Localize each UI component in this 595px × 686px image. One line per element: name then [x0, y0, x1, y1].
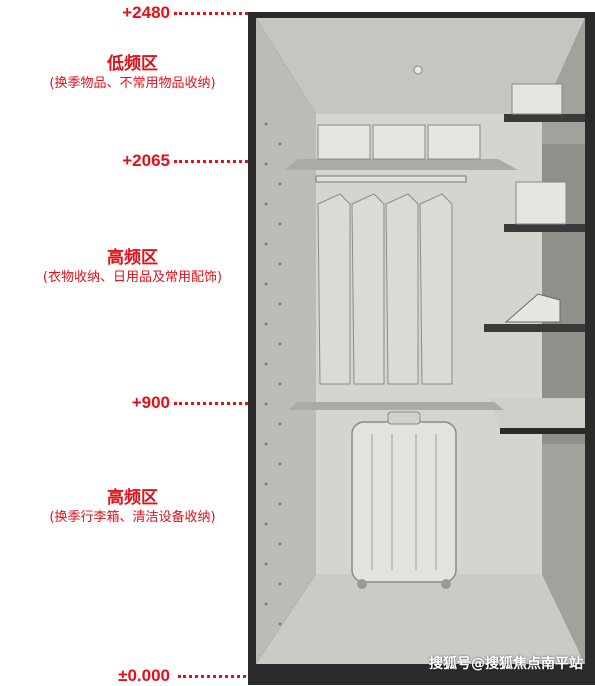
hanging-rod: [315, 175, 467, 183]
floor: [256, 574, 585, 664]
storage-box: [515, 181, 567, 225]
zone-high-frequency-luggage: 高频区 (换季行李箱、清洁设备收纳): [0, 487, 265, 527]
ceiling-light-icon: [413, 65, 423, 75]
zone-title: 高频区: [107, 248, 158, 268]
zone-high-frequency-clothing: 高频区 (衣物收纳、日用品及常用配饰): [0, 247, 265, 287]
left-pegboard-wall: [256, 18, 316, 664]
suitcase-wheel: [357, 579, 367, 589]
storage-box: [317, 124, 371, 160]
zone-low-frequency: 低频区 (换季物品、不常用物品收纳): [0, 53, 265, 93]
watermark: 搜狐号@搜狐焦点南平站: [429, 656, 583, 672]
sneaker-icon: [504, 293, 561, 323]
level-label-2480: +2480: [122, 3, 170, 22]
storage-box: [372, 124, 426, 160]
zone-description: (换季物品、不常用物品收纳): [49, 76, 216, 91]
right-shelf: [504, 224, 585, 232]
suitcase-wheel: [441, 579, 451, 589]
storage-box: [511, 83, 563, 115]
right-shelf: [504, 114, 585, 122]
zone-title: 高频区: [107, 488, 158, 508]
top-shelf: [284, 159, 518, 170]
zone-title: 低频区: [107, 54, 158, 74]
pegboard-holes: [264, 122, 282, 626]
hanging-shirts: [317, 193, 453, 385]
level-label-900: +900: [131, 393, 170, 412]
middle-shelf: [288, 402, 504, 410]
zone-description: (衣物收纳、日用品及常用配饰): [42, 270, 223, 285]
suitcase: [351, 421, 457, 583]
lower-shelf: [490, 398, 585, 430]
shoe-shelf: [484, 324, 585, 332]
zone-description: (换季行李箱、清洁设备收纳): [49, 510, 216, 525]
lower-shelf-edge: [500, 428, 585, 434]
suitcase-handle: [387, 411, 421, 425]
ceiling: [256, 18, 585, 114]
suitcase-ribs: [371, 434, 437, 570]
level-label-0: ±0.000: [118, 666, 170, 685]
storage-box: [427, 124, 481, 160]
level-label-2065: +2065: [122, 151, 170, 170]
wardrobe-illustration: [248, 12, 595, 685]
